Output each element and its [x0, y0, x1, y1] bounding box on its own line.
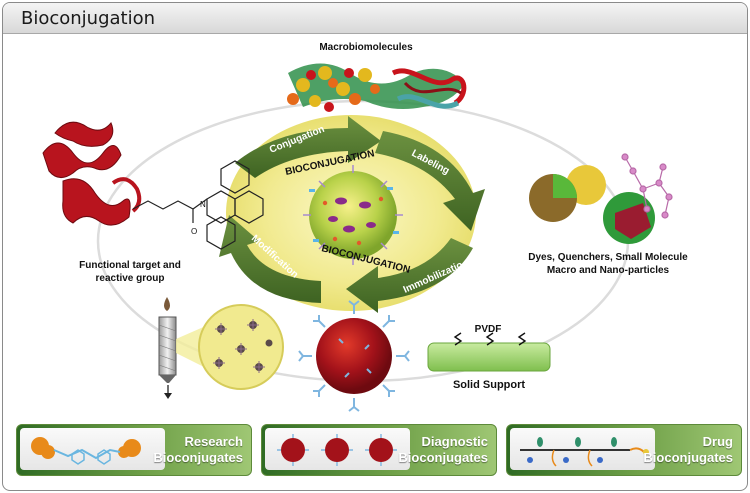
diagnostic-line1: Diagnostic: [421, 434, 488, 449]
research-illustration: [20, 428, 165, 470]
bioconjugation-diagram: Conjugation Labeling Immobilizatio Modif…: [42, 63, 673, 412]
diagnostic-bioconjugates-label: Diagnostic Bioconjugates: [378, 434, 488, 466]
label-functional-target-line2: reactive group: [95, 273, 165, 284]
center-nanoparticle: [303, 165, 403, 265]
research-bioconjugates-label: Research Bioconjugates: [133, 434, 243, 466]
drug-bioconjugates-label: Drug Bioconjugates: [623, 434, 733, 466]
label-pvdf: PVDF: [474, 324, 502, 335]
chemical-structure: N O: [132, 160, 264, 250]
protein-ribbon: [42, 121, 142, 226]
drug-line2: Bioconjugates: [643, 450, 733, 465]
label-functional-target: Functional target and reactive group: [55, 259, 205, 285]
label-functional-target-line1: Functional target and: [79, 260, 181, 271]
magnified-beads: [198, 304, 284, 390]
label-macrobiomolecules: Macrobiomolecules: [319, 42, 413, 53]
cycle-arrows: [219, 116, 485, 313]
antibody-particle: [298, 300, 410, 412]
diagnostic-illustration: [265, 428, 410, 470]
svg-text:N: N: [200, 200, 206, 209]
macrobiomolecule-structure: [287, 63, 467, 112]
page-title: Bioconjugation: [21, 8, 156, 29]
drug-line1: Drug: [702, 434, 733, 449]
label-solid-support: Solid Support: [452, 379, 526, 391]
label-dyes-line1: Dyes, Quenchers, Small Molecule: [528, 252, 688, 263]
research-line2: Bioconjugates: [153, 450, 243, 465]
title-bar: Bioconjugation: [3, 3, 747, 34]
diagnostic-bioconjugates-box: Diagnostic Bioconjugates: [261, 424, 497, 476]
research-line1: Research: [184, 434, 243, 449]
label-dyes: Dyes, Quenchers, Small Molecule Macro an…: [508, 251, 708, 277]
label-dyes-line2: Macro and Nano-particles: [546, 265, 670, 276]
drug-bioconjugates-box: Drug Bioconjugates: [506, 424, 742, 476]
pvdf-membrane: [427, 332, 551, 372]
svg-text:O: O: [191, 227, 197, 236]
dye-spheres: [529, 153, 673, 244]
research-bioconjugates-box: Research Bioconjugates: [16, 424, 252, 476]
diagnostic-line2: Bioconjugates: [398, 450, 488, 465]
drug-illustration: [510, 428, 655, 470]
